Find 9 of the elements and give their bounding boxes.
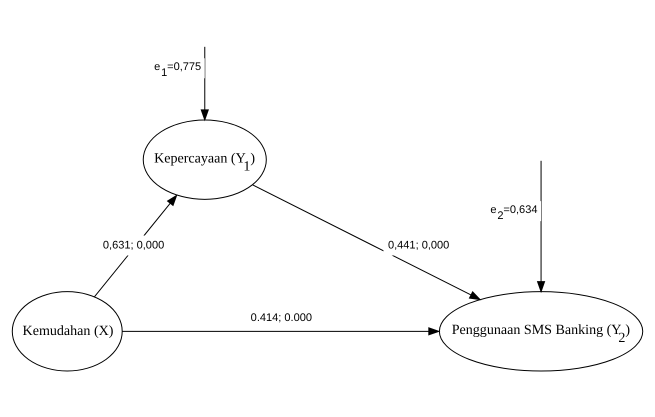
node-ellipse: Kemudahan (X) <box>12 291 123 372</box>
edge-label: 0,631; 0,000 <box>102 239 164 252</box>
edge-label: 0,441; 0,000 <box>388 239 450 252</box>
arrow <box>536 160 546 294</box>
arrow <box>200 46 209 122</box>
arrow <box>94 194 178 298</box>
arrow <box>122 327 440 336</box>
arrow <box>252 184 482 300</box>
edge-label: 0.414; 0.000 <box>250 312 312 324</box>
